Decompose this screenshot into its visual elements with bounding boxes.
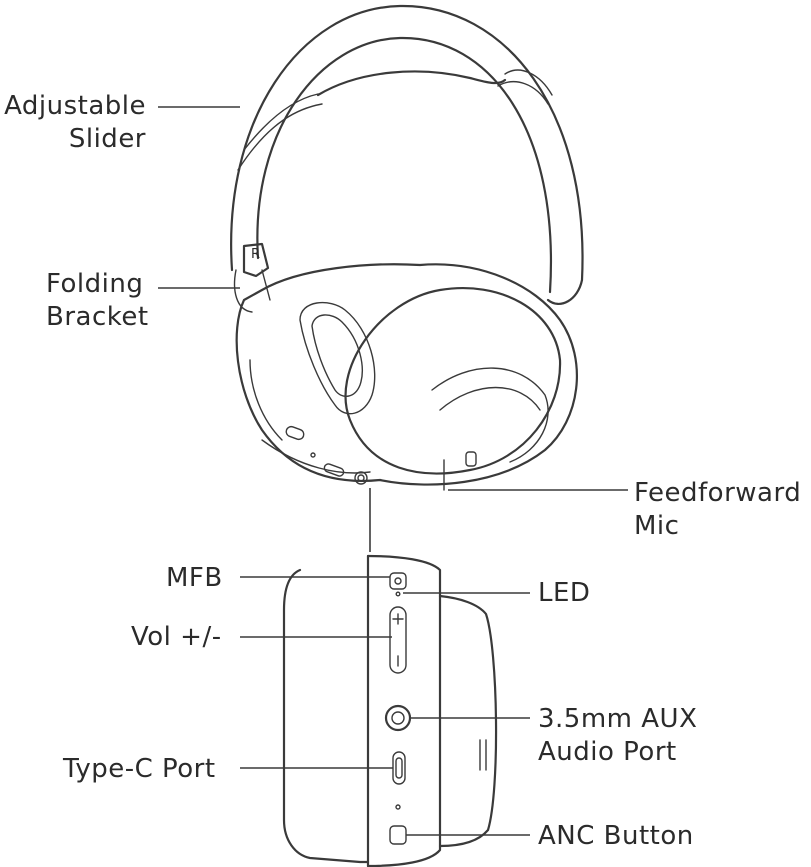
label-led: LED: [538, 578, 591, 608]
label-adjustable-slider: Adjustable Slider: [0, 90, 146, 156]
label-vol: Vol +/-: [131, 622, 222, 652]
label-feedforward-mic-line2: Mic: [634, 511, 680, 541]
headband: [230, 4, 584, 305]
label-mfb: MFB: [166, 563, 223, 593]
label-adjustable-slider-line2: Slider: [68, 124, 146, 154]
label-feedforward-mic-line1: Feedforward: [634, 478, 802, 508]
folding-bracket: [233, 242, 271, 313]
earcup-top: [235, 263, 578, 491]
label-aux-port: 3.5mm AUX Audio Port: [538, 703, 697, 769]
label-type-c-port: Type-C Port: [63, 754, 216, 784]
label-adjustable-slider-line1: Adjustable: [4, 91, 146, 121]
label-folding-bracket-line1: Folding: [46, 269, 144, 299]
right-side-marking: R: [251, 247, 261, 262]
label-folding-bracket: Folding Bracket: [46, 268, 149, 334]
label-aux-port-line2: Audio Port: [538, 737, 677, 767]
label-feedforward-mic: Feedforward Mic: [634, 477, 801, 543]
label-aux-port-line1: 3.5mm AUX: [538, 704, 698, 734]
label-anc-button: ANC Button: [538, 821, 694, 851]
leader-lines: [158, 106, 628, 836]
earcup-side: [282, 554, 498, 867]
label-folding-bracket-line2: Bracket: [46, 302, 149, 332]
